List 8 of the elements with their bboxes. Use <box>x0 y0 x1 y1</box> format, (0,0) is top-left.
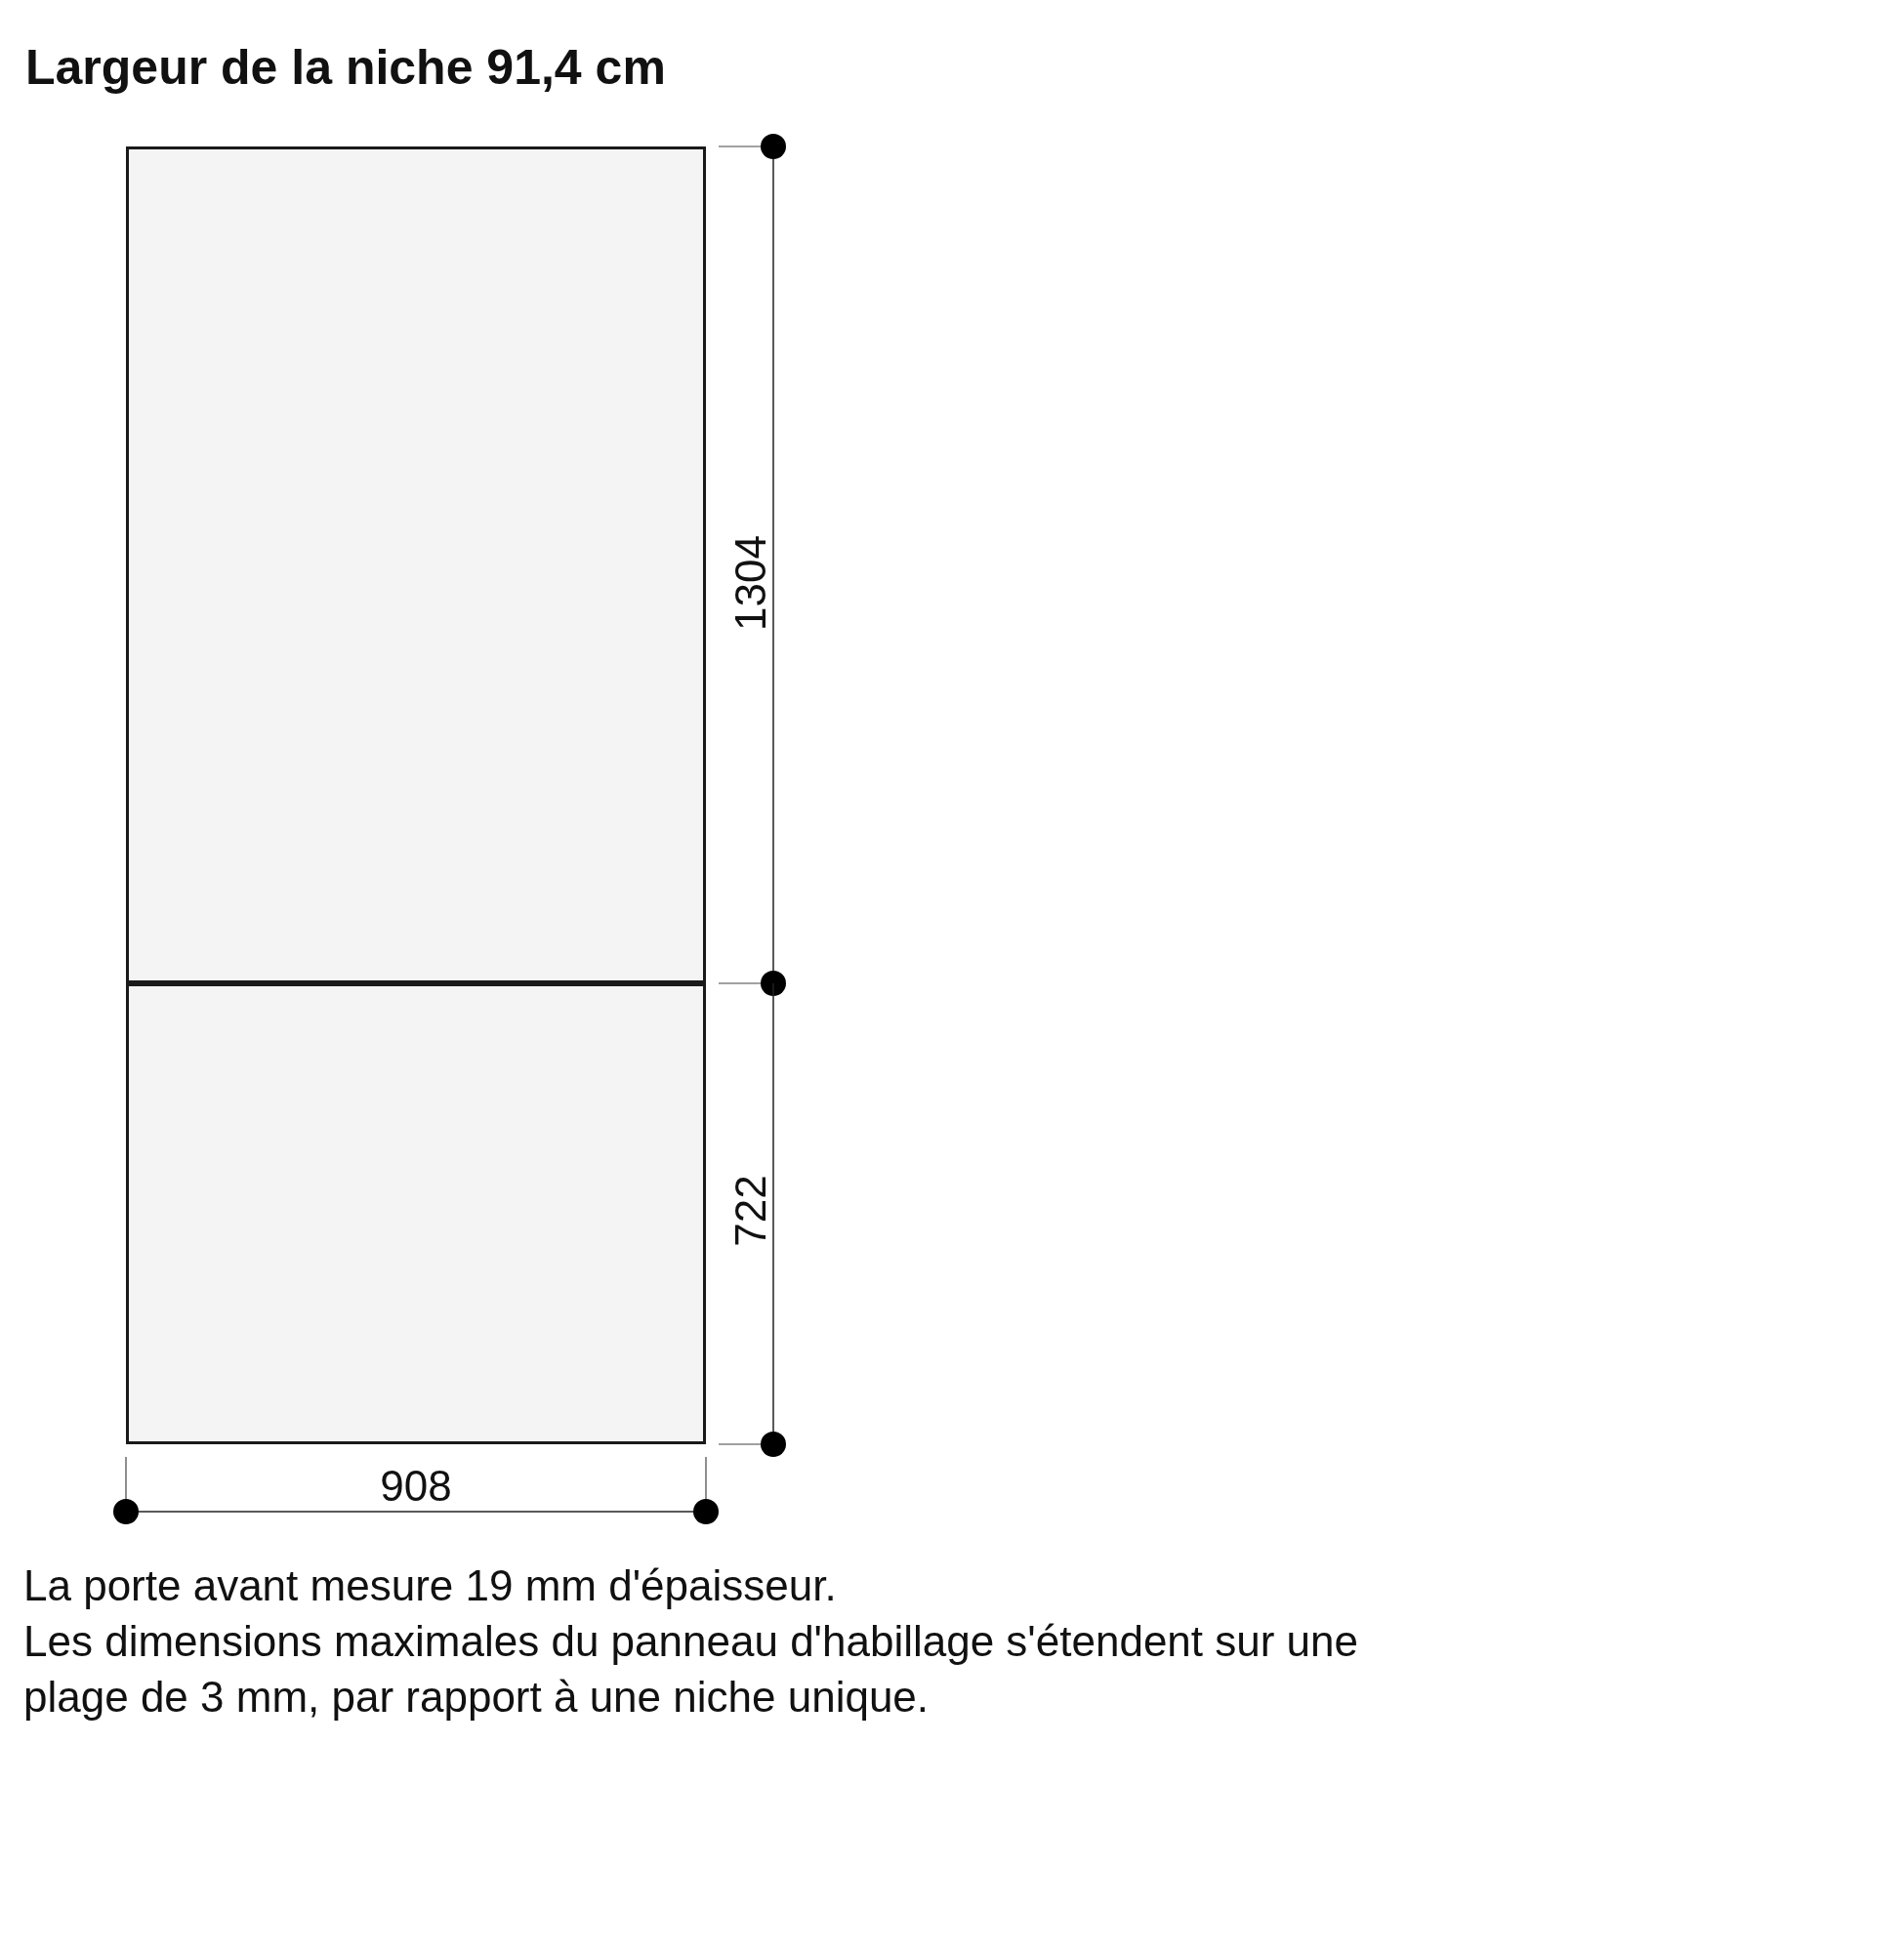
dimension-label: 722 <box>726 1175 775 1247</box>
dimension-label: 908 <box>380 1462 452 1511</box>
panel-rectangle <box>126 146 706 983</box>
note-text: La porte avant mesure 19 mm d'épaisseur. <box>23 1560 838 1611</box>
panel-rectangle <box>126 983 706 1444</box>
dimension-label: 1304 <box>726 535 775 631</box>
title: Largeur de la niche 91,4 cm <box>25 39 666 96</box>
note-text: Les dimensions maximales du panneau d'habillage s'étendent sur une plage de 3 mm, par rapport à une niche unique. <box>23 1616 1360 1723</box>
